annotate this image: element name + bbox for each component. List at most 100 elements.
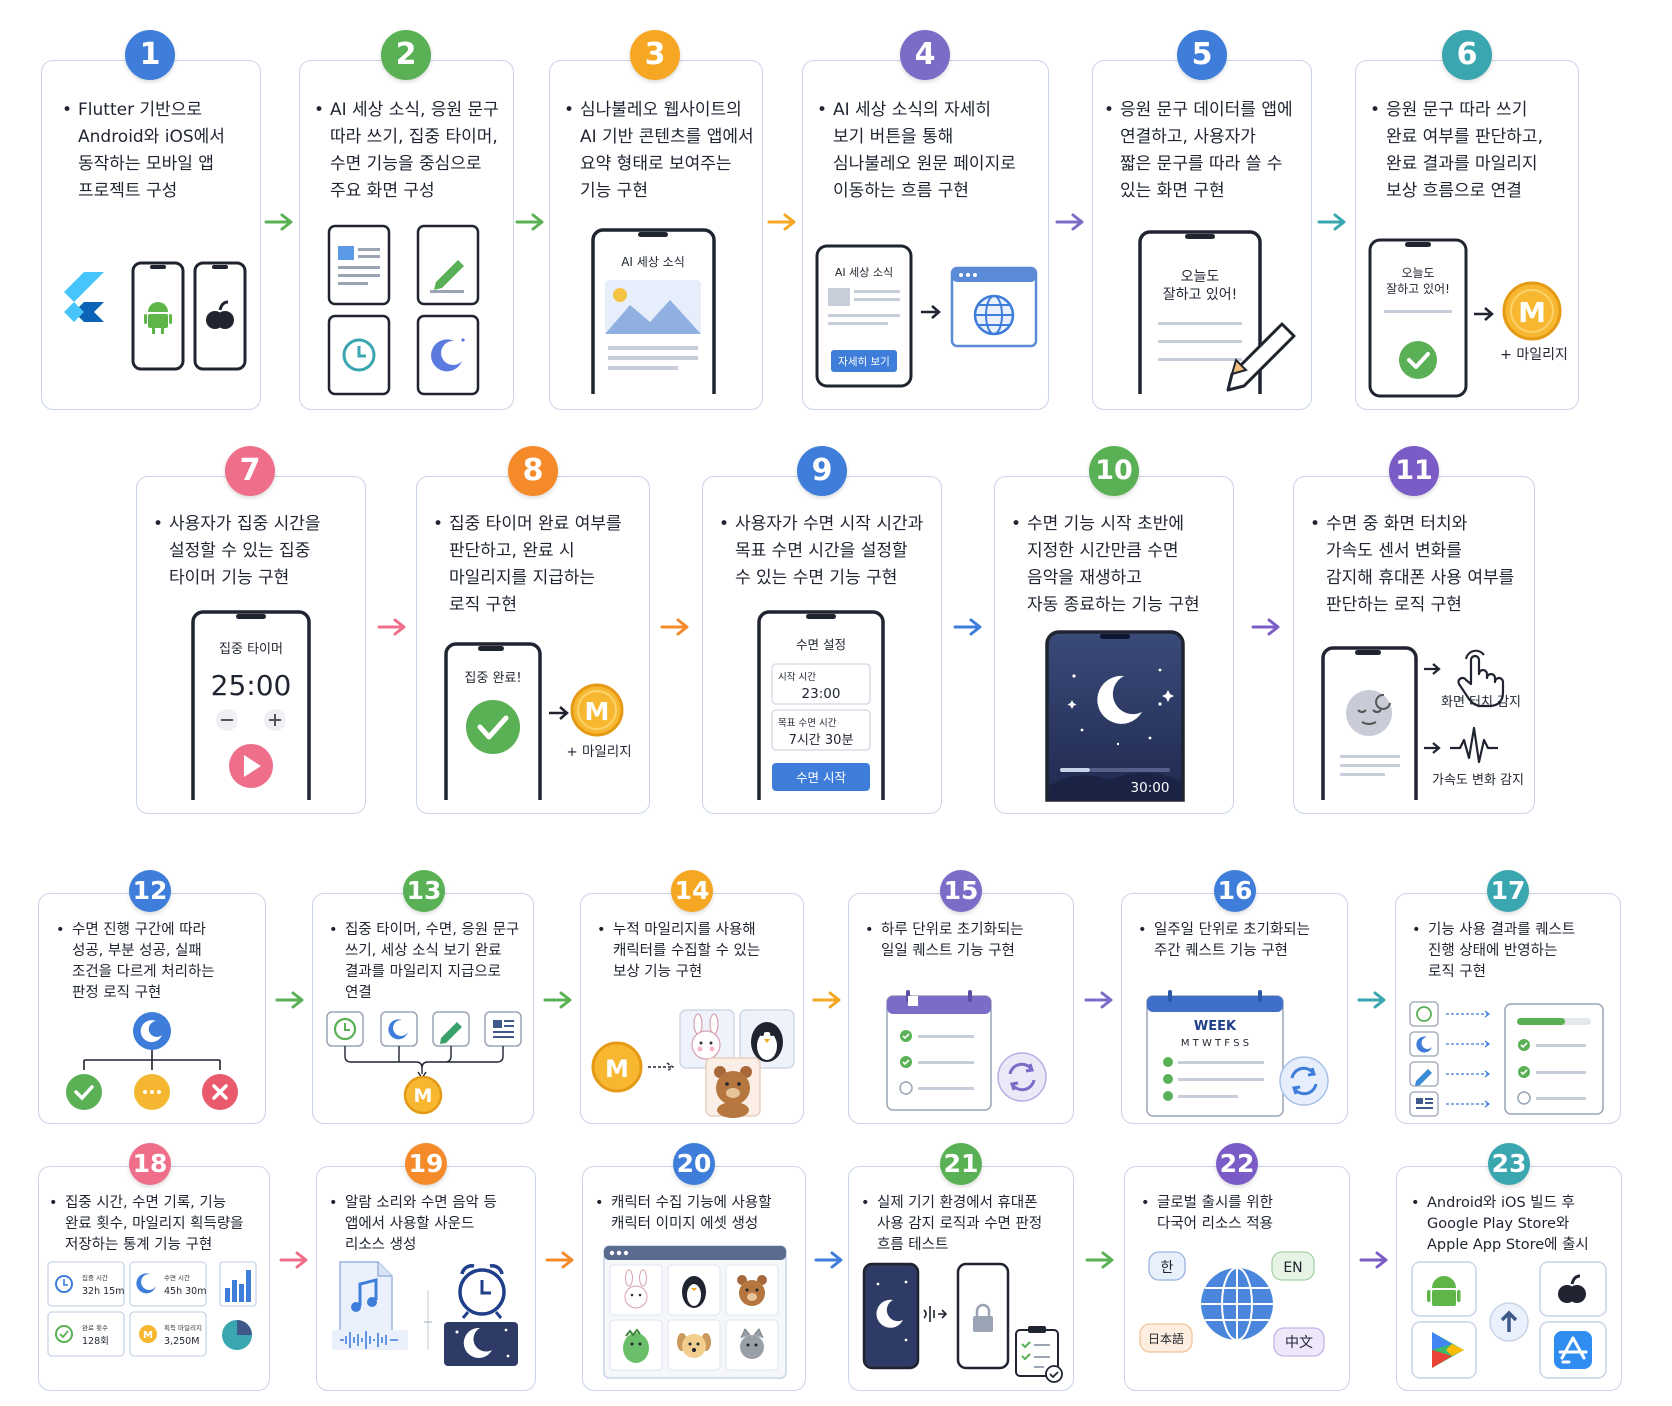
app-store-release — [1411, 1261, 1607, 1379]
svg-text:M: M — [605, 1055, 629, 1083]
pencil-icon — [440, 1022, 462, 1044]
character-asset-grid — [603, 1245, 787, 1379]
arrow-9-10 — [953, 618, 982, 636]
step-desc: Android와 iOS 빌드 후 Google Play Store와 App… — [1411, 1193, 1589, 1256]
moon-icon — [1416, 1036, 1432, 1053]
mileage-coin-icon: M — [570, 683, 624, 737]
arrow-15-16 — [1084, 991, 1113, 1009]
bear-character — [714, 1066, 752, 1118]
moon-icon — [1097, 675, 1142, 724]
svg-text:오늘도: 오늘도 — [1401, 266, 1434, 280]
google-play-icon — [1432, 1332, 1464, 1368]
pencil-screen-icon — [416, 224, 480, 306]
svg-text:30:00: 30:00 — [1131, 780, 1170, 796]
refresh-icon — [997, 1052, 1047, 1102]
step-desc: 실제 기기 환경에서 휴대폰 사용 감지 로직과 수면 판정 흐름 테스트 — [861, 1193, 1042, 1256]
arrow-2-3 — [515, 213, 544, 231]
check-icon — [466, 700, 520, 754]
step-desc: 기능 사용 결과를 퀘스트 진행 상태에 반영하는 로직 구현 — [1412, 920, 1575, 983]
decision-tree — [66, 1012, 238, 1110]
alarm-clock-icon — [458, 1264, 506, 1319]
svg-text:오늘도: 오늘도 — [1181, 269, 1220, 285]
svg-text:M: M — [585, 697, 610, 726]
step-desc: 일주일 단위로 초기화되는 주간 퀘스트 기능 구현 — [1138, 920, 1310, 962]
step-desc: 사용자가 수면 시작 시간과 목표 수면 시간을 설정할 수 있는 수면 기능 … — [719, 511, 923, 592]
step-desc: 수면 중 화면 터치와 가속도 센서 변화를 감지해 휴대폰 사용 여부를 판단… — [1310, 511, 1514, 619]
step-badge-10: 10 — [1089, 446, 1139, 496]
svg-text:23:00: 23:00 — [802, 686, 841, 702]
bar-chart-icon — [219, 1261, 257, 1307]
lock-icon — [973, 1303, 993, 1332]
moon-icon — [133, 1012, 171, 1050]
svg-text:128회: 128회 — [82, 1336, 109, 1347]
step-badge-20: 20 — [673, 1143, 715, 1185]
svg-text:자세히 보기: 자세히 보기 — [838, 356, 890, 368]
svg-text:M: M — [1518, 296, 1546, 329]
step-desc: 집중 타이머 완료 여부를 판단하고, 완료 시 마일리지를 지급하는 로직 구… — [433, 511, 622, 619]
sleep-setting-phone: 수면 설정 시작 시간 23:00 목표 수면 시간 7시간 30분 수면 시작 — [757, 610, 885, 800]
arrow-7-8 — [377, 618, 406, 636]
step-badge-3: 3 — [630, 30, 680, 80]
multi-language-globe: 한 EN 日本語 中文 — [1139, 1251, 1325, 1357]
arrow-4-5 — [1055, 213, 1084, 231]
svg-text:45h 30m: 45h 30m — [164, 1286, 206, 1297]
pie-chart-icon — [222, 1320, 252, 1350]
mileage-coin-icon — [139, 1325, 157, 1343]
step-desc: 사용자가 집중 시간을 설정할 수 있는 집중 타이머 기능 구현 — [153, 511, 321, 592]
apple-icon — [1558, 1274, 1586, 1303]
arrow-22-23 — [1359, 1251, 1388, 1269]
step-desc: 수면 진행 구간에 따라 성공, 부분 성공, 실패 조건을 다르게 처리하는 … — [56, 920, 215, 1004]
step-desc: 수면 기능 시작 초반에 지정한 시간만큼 수면 음악을 재생하고 자동 종료하… — [1011, 511, 1200, 619]
wave-icon — [1450, 726, 1498, 764]
android-icon — [1427, 1276, 1461, 1306]
news-icon — [493, 1020, 514, 1038]
step-desc: 캐릭터 수집 기능에 사용할 캐릭터 이미지 에셋 생성 — [595, 1193, 772, 1235]
sleep-music-phone: 30:00 — [1045, 630, 1185, 802]
weekly-quest-calendar: WEEK M T W T F S S — [1146, 990, 1329, 1117]
news-screen-icon — [327, 224, 391, 306]
waveform-icon — [340, 1331, 398, 1349]
arrow-8-9 — [660, 618, 689, 636]
moon-icon — [136, 1273, 156, 1294]
detail-button[interactable] — [831, 350, 897, 372]
svg-text:잘하고 있어!: 잘하고 있어! — [1386, 282, 1450, 296]
arrow-20-21 — [814, 1251, 843, 1269]
svg-text:완료 횟수: 완료 횟수 — [82, 1323, 108, 1332]
step-badge-2: 2 — [381, 30, 431, 80]
cheer-complete-phone: 오늘도 잘하고 있어! — [1368, 238, 1468, 398]
mileage-coin-icon: M — [1502, 281, 1562, 341]
bunny-character — [691, 1013, 721, 1060]
step-badge-12: 12 — [129, 870, 171, 912]
step-desc: 응원 문구 따라 쓰기 완료 여부를 판단하고, 완료 결과를 마일리지 보상 … — [1370, 97, 1543, 205]
cheer-phone: 오늘도 잘하고 있어! — [1138, 230, 1262, 394]
arrow-right-icon — [1424, 663, 1441, 675]
step-card-14: 누적 마일리지를 사용해 캐릭터를 수집할 수 있는 보상 기능 구현 — [580, 893, 804, 1124]
pencil-icon — [1226, 322, 1296, 392]
svg-text:WEEK: WEEK — [1194, 1019, 1237, 1034]
features-to-mileage: M — [326, 1011, 522, 1115]
apple-phone-icon — [193, 261, 247, 371]
svg-text:+ 마일리지: + 마일리지 — [566, 744, 631, 760]
stats-dashboard: 집중 시간 32h 15m 수면 시간 45h 30m 완료 횟수 128회 M… — [47, 1261, 257, 1357]
refresh-icon — [1279, 1056, 1329, 1106]
step-badge-1: 1 — [125, 30, 175, 80]
svg-text:수면 설정: 수면 설정 — [796, 637, 846, 652]
step-badge-14: 14 — [671, 870, 713, 912]
svg-text:수면 시작: 수면 시작 — [796, 770, 846, 785]
android-phone-icon — [131, 261, 185, 371]
sleep-start-button[interactable] — [772, 763, 870, 791]
svg-text:수면 시간: 수면 시간 — [164, 1273, 190, 1282]
clock-icon — [333, 1017, 357, 1041]
mileage-coin-icon — [403, 1075, 443, 1115]
arrow-13-14 — [543, 991, 572, 1009]
step-desc: 글로벌 출시를 위한 다국어 리소스 적용 — [1141, 1193, 1273, 1235]
svg-text:M: M — [414, 1085, 433, 1107]
step-badge-18: 18 — [129, 1143, 171, 1185]
check-icon — [1399, 341, 1437, 379]
arrow-right-icon — [549, 706, 569, 720]
step-desc: AI 세상 소식의 자세히 보기 버튼을 통해 심나불레오 원문 페이지로 이동… — [817, 97, 1016, 205]
svg-text:7시간 30분: 7시간 30분 — [789, 733, 854, 748]
check-icon — [55, 1325, 73, 1343]
arrow-18-19 — [279, 1251, 308, 1269]
